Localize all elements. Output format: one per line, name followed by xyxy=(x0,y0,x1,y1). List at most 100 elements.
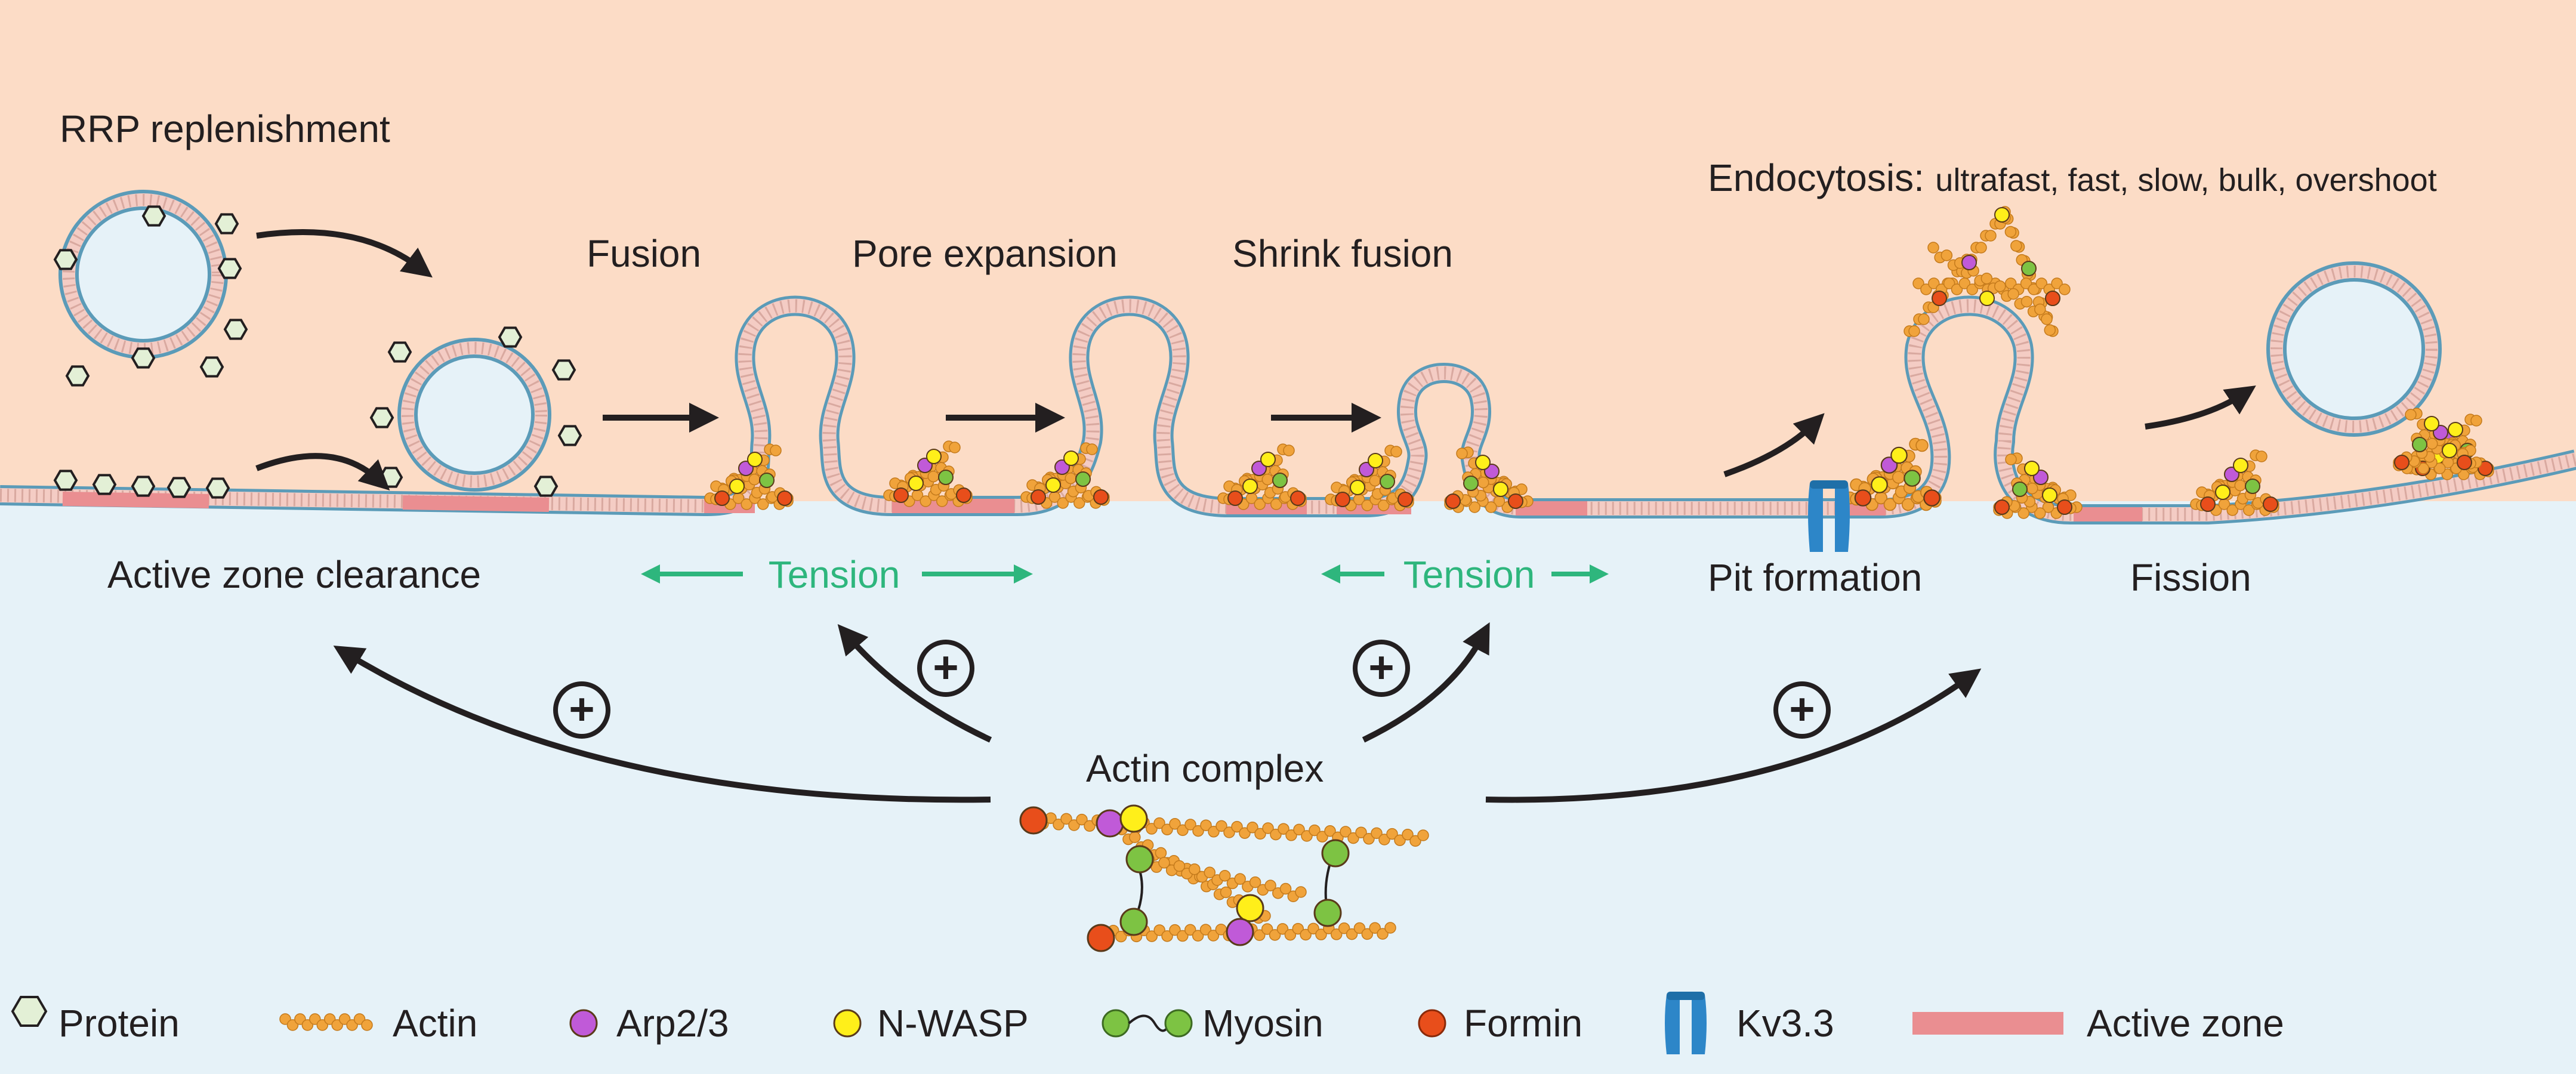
arrow-to-shrink xyxy=(1362,622,1490,743)
formin-dot xyxy=(2200,496,2216,512)
formin-dot xyxy=(1290,490,1306,506)
actin-bead xyxy=(1283,445,1295,456)
actin-bead xyxy=(1254,498,1266,510)
arp23-icon xyxy=(569,1009,598,1038)
actin-bead xyxy=(1189,863,1201,875)
nwasp-dot xyxy=(1979,291,1995,306)
actin-bead xyxy=(2020,277,2032,289)
actin-bead xyxy=(1261,473,1274,486)
complex-protein-dot xyxy=(1087,924,1115,952)
protein-icon xyxy=(498,326,523,348)
actin-bead xyxy=(757,498,769,510)
formin-dot xyxy=(893,487,909,503)
actin-bead xyxy=(2034,303,2046,316)
complex-protein-dot xyxy=(1321,839,1350,868)
nwasp-dot xyxy=(926,449,942,464)
protein-icon xyxy=(131,347,156,369)
actin-bead xyxy=(2243,504,2255,516)
actin-bead xyxy=(1270,828,1282,841)
legend-active-zone: Active zone xyxy=(1912,1002,2284,1045)
actin-bead xyxy=(1951,283,1963,295)
actin-bead xyxy=(1285,829,1297,841)
protein-icon xyxy=(199,356,224,378)
myosin-dot xyxy=(1463,476,1479,491)
actin-bead xyxy=(361,1019,373,1031)
myosin-icon xyxy=(1102,1009,1193,1038)
actin-bead xyxy=(1941,249,1953,261)
kv33-icon xyxy=(1665,992,1707,1054)
actin-bead xyxy=(1161,823,1173,835)
protein-icon xyxy=(223,319,248,340)
actin-bead xyxy=(2035,277,2048,289)
actin-bead xyxy=(1247,822,1258,834)
svg-text:Arp2/3: Arp2/3 xyxy=(616,1002,729,1045)
nwasp-dot xyxy=(1350,480,1365,495)
actin-bead xyxy=(1279,882,1292,895)
nwasp-dot xyxy=(1242,479,1258,494)
actin-cluster xyxy=(1843,437,1942,511)
actin-bead xyxy=(2005,453,2017,465)
actin-cluster xyxy=(1325,445,1414,511)
svg-text:+: + xyxy=(1789,684,1815,734)
actin-cluster xyxy=(883,440,973,507)
actin-bead xyxy=(1975,242,1987,254)
myosin-dot xyxy=(1075,471,1091,487)
protein-icon xyxy=(65,365,90,387)
arrow-rrp-1 xyxy=(256,229,433,278)
formin-dot xyxy=(2478,461,2493,476)
actin-bead xyxy=(1943,277,1955,289)
actin-bead xyxy=(1295,886,1307,898)
actin-bead xyxy=(741,498,752,510)
nwasp-dot xyxy=(1890,446,1908,464)
actin-bead xyxy=(1199,924,1212,936)
actin-bead xyxy=(1456,448,1468,459)
actin-bead xyxy=(1377,928,1389,940)
plus-icon: + xyxy=(1773,681,1831,739)
actin-cluster xyxy=(1444,446,1534,513)
actin-bead xyxy=(1057,497,1069,509)
formin-dot xyxy=(1445,493,1461,509)
actin-cluster xyxy=(2190,449,2279,516)
actin-icon xyxy=(279,1013,373,1031)
myosin-dot xyxy=(2021,261,2037,276)
complex-protein-dot xyxy=(1119,804,1148,833)
actin-bead xyxy=(2226,504,2238,516)
actin-bead xyxy=(1920,283,1932,295)
protein-icon xyxy=(214,213,239,234)
svg-text:+: + xyxy=(569,684,594,734)
actin-bead xyxy=(2044,324,2056,336)
arrow-to-pore xyxy=(837,624,992,743)
actin-bead xyxy=(1053,819,1065,831)
actin-bead xyxy=(920,495,931,507)
vesicle-lipid-texture xyxy=(2270,266,2438,433)
actin-bead xyxy=(1060,813,1072,825)
actin-bead xyxy=(1369,474,1381,487)
actin-bead xyxy=(1301,830,1313,842)
protein-icon xyxy=(11,996,48,1027)
pore-expansion-label: Pore expansion xyxy=(852,232,1118,275)
actin-bead xyxy=(1417,829,1429,841)
actin-bead xyxy=(2007,288,2019,300)
nwasp-dot xyxy=(1260,452,1276,467)
complex-protein-dot xyxy=(1125,845,1154,874)
actin-bead xyxy=(2434,462,2446,474)
actin-bead xyxy=(927,470,940,483)
formin-dot xyxy=(1093,489,1109,505)
arrow-to-clearance xyxy=(333,646,991,803)
actin-bead xyxy=(1065,472,1077,484)
actin-bead xyxy=(2041,313,2053,325)
actin-bead xyxy=(748,473,761,486)
plus-markers: + + + + xyxy=(553,640,1831,739)
actin-bead xyxy=(1883,498,1897,511)
actin-bead xyxy=(2234,479,2247,492)
actin-cluster xyxy=(1993,452,2083,519)
plus-icon: + xyxy=(917,640,974,697)
actin-bead xyxy=(1912,277,1924,289)
actin-bead xyxy=(1261,923,1273,935)
active-zone-clearance-label: Active zone clearance xyxy=(107,553,481,596)
plus-icon: + xyxy=(1353,640,1410,697)
actin-bead xyxy=(1200,819,1212,831)
actin-bead xyxy=(1353,922,1366,934)
myosin-dot xyxy=(1904,470,1921,487)
actin-bead xyxy=(1980,273,1993,285)
